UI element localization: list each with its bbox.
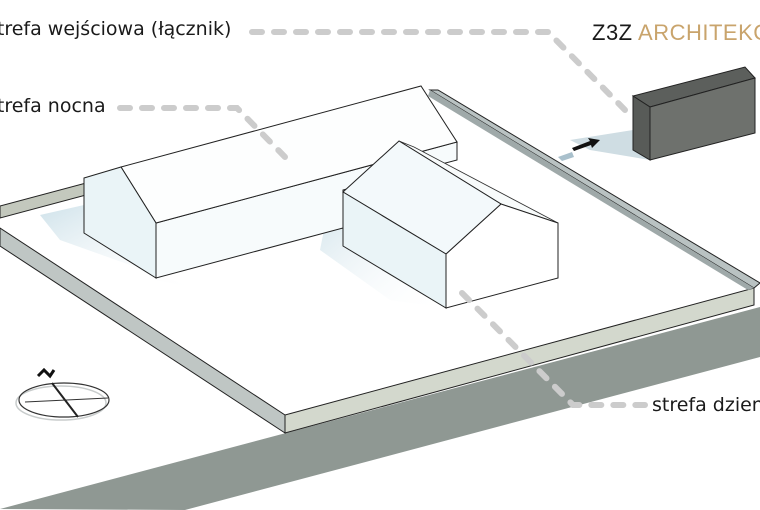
building-day-zone: [342, 140, 559, 309]
entry-arrow-shadow: [558, 152, 574, 161]
label-night-zone: strefa nocna: [0, 95, 106, 117]
logo-part2: ARCHITEKCI: [638, 20, 760, 45]
shadow: [40, 205, 200, 290]
shadow: [570, 130, 650, 160]
entry-arrow-icon: [572, 138, 600, 151]
shed: [631, 66, 756, 161]
leader-entry: [249, 29, 628, 113]
label-entry-zone: strefa wejściowa (łącznik): [0, 18, 232, 40]
leader-day: [459, 290, 648, 408]
logo-part1: Z3Z: [592, 20, 633, 45]
label-day-zone: strefa dzienna: [652, 394, 760, 416]
wall-front: [284, 287, 755, 434]
logo: Z3Z ARCHITEKCI: [592, 20, 760, 46]
road: [0, 307, 760, 510]
north-compass-icon: [15, 367, 110, 421]
leader-night: [117, 105, 288, 160]
